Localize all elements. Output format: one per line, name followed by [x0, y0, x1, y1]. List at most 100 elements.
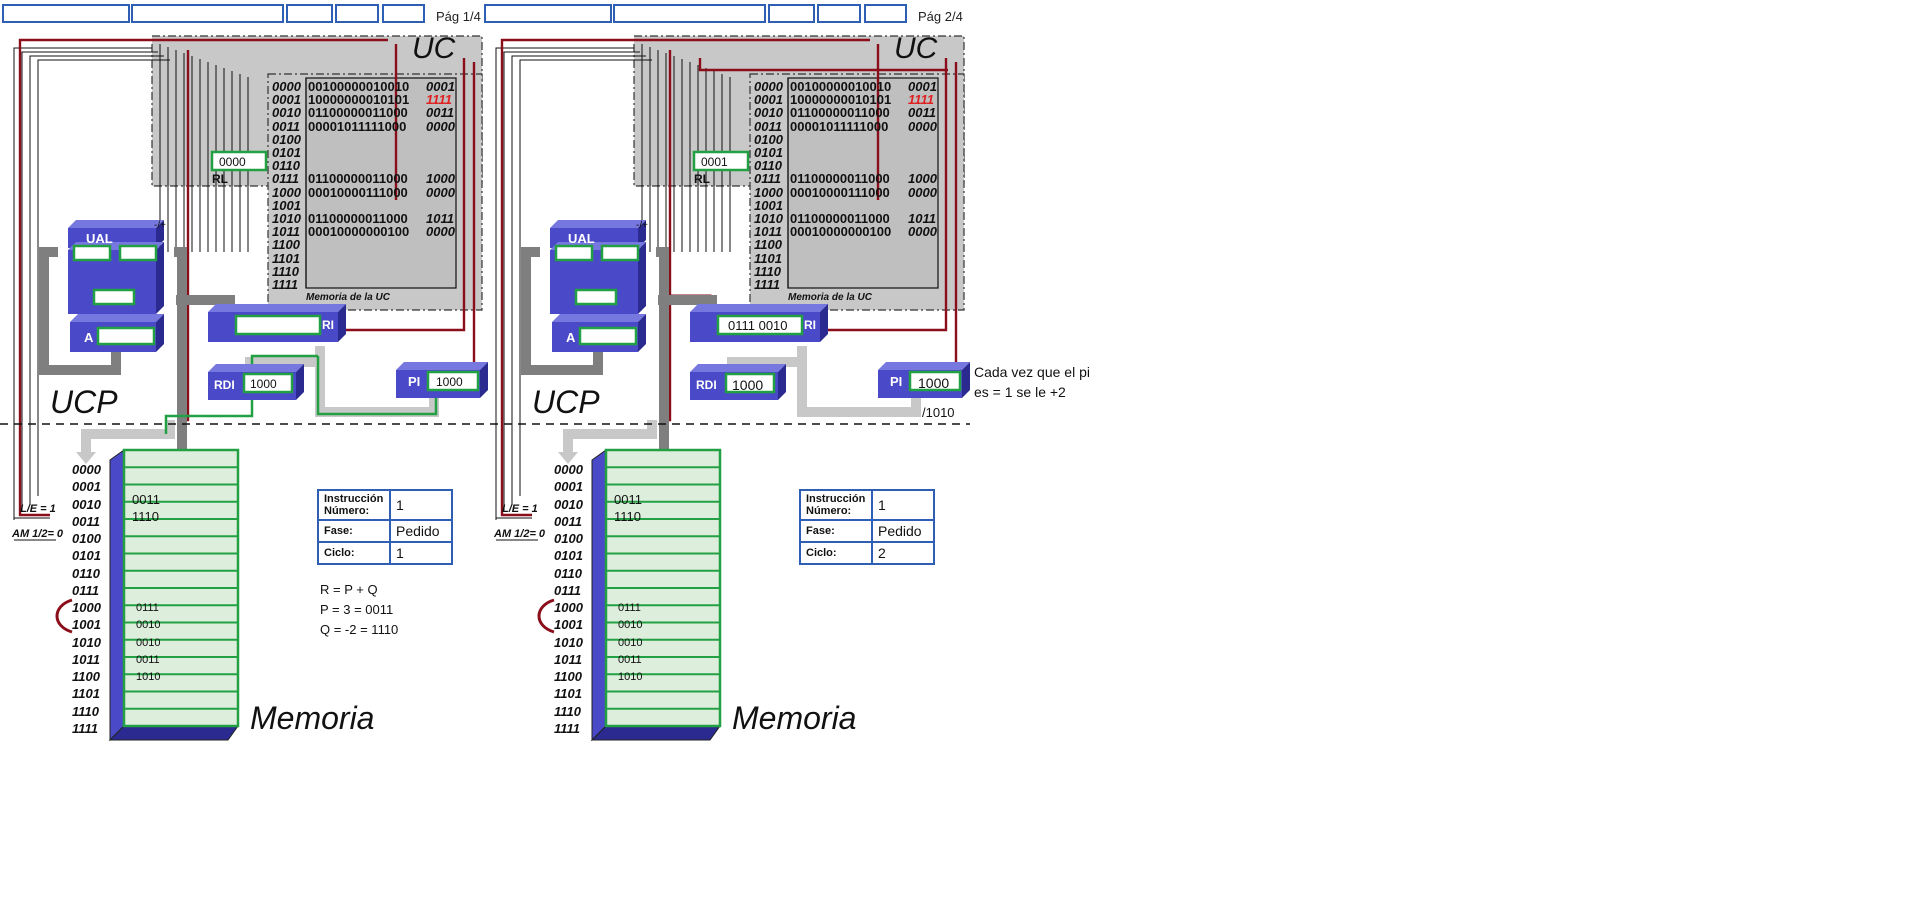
- uc-code: 00010000111000: [308, 186, 408, 200]
- uc-address: 0111: [754, 172, 781, 186]
- uc-code-tail: 0000: [426, 225, 455, 239]
- uc-code: 00010000111000: [790, 186, 890, 200]
- uc-address: 0111: [272, 172, 299, 186]
- uc-title: UC: [412, 32, 455, 66]
- page-1: UC UCP Memoria Memoria de la UC UAL -/+ RL 0000…: [0, 0, 480, 760]
- uc-address: 1100: [754, 238, 782, 252]
- rdi-value: 1000: [732, 377, 763, 393]
- rdi-value: 1000: [250, 377, 277, 391]
- le-label: L/E = 1: [20, 503, 56, 515]
- memory-address: 1010: [72, 636, 101, 650]
- uc-address: 1100: [272, 238, 300, 252]
- uc-code: 01100000011000: [790, 106, 890, 120]
- instruction-info-table: Instrucción Número:1Fase:PedidoCiclo:2: [799, 489, 935, 565]
- memory-address: 0111: [72, 584, 99, 598]
- memory-address: 0000: [554, 463, 583, 477]
- memory-cell: 1010: [618, 671, 642, 683]
- memory-address: 1001: [554, 618, 583, 632]
- info-value: Pedido: [872, 520, 934, 542]
- rl-value: 0001: [701, 155, 728, 169]
- ual-label: UAL: [568, 231, 595, 246]
- memory-cell: 0011: [136, 654, 160, 666]
- ucp-label: UCP: [50, 384, 118, 421]
- uc-code-tail: 1000: [426, 172, 455, 186]
- rdi-label: RDI: [214, 378, 235, 392]
- info-value: Pedido: [390, 520, 452, 542]
- memory-address: 0100: [554, 532, 583, 546]
- memory-cell: 0111: [618, 602, 641, 614]
- uc-memory-label: Memoria de la UC: [788, 291, 872, 305]
- rdi-label: RDI: [696, 378, 717, 392]
- memory-cell: 1110: [132, 509, 159, 524]
- memory-address: 0001: [554, 480, 583, 494]
- info-label: Instrucción Número:: [800, 490, 872, 520]
- memory-cell: 0010: [618, 619, 642, 631]
- memory-address: 1101: [554, 687, 582, 701]
- memory-address: 0001: [72, 480, 101, 494]
- pi-next-value: /1010: [922, 405, 955, 420]
- ri-label: RI: [322, 318, 334, 332]
- info-value: 1: [390, 490, 452, 520]
- memory-label: Memoria: [250, 700, 374, 737]
- memory-address: 1100: [72, 670, 100, 684]
- memory-address: 0010: [554, 498, 583, 512]
- uc-code-tail: 0000: [908, 186, 937, 200]
- op-label: -/+: [154, 220, 166, 231]
- ual-label: UAL: [86, 231, 113, 246]
- memory-address: 1011: [72, 653, 100, 667]
- uc-code: 00010000000100: [790, 225, 891, 239]
- uc-address: 0010: [272, 106, 301, 120]
- info-label: Ciclo:: [800, 542, 872, 564]
- uc-code-tail: 0000: [426, 186, 455, 200]
- memory-cell: 0011: [618, 654, 642, 666]
- memory-label: Memoria: [732, 700, 856, 737]
- instruction-info-table: Instrucción Número:1Fase:PedidoCiclo:1: [317, 489, 453, 565]
- info-label: Ciclo:: [318, 542, 390, 564]
- memory-cell: 0011: [614, 492, 642, 507]
- info-row: Ciclo:1: [318, 542, 452, 564]
- memory-cell: 1110: [614, 509, 641, 524]
- uc-memory-label: Memoria de la UC: [306, 291, 390, 305]
- rl-label: RL: [694, 172, 710, 186]
- uc-code: 01100000011000: [790, 172, 890, 186]
- uc-code-tail: 1000: [908, 172, 937, 186]
- info-label: Instrucción Número:: [318, 490, 390, 520]
- uc-code-tail: 0000: [908, 225, 937, 239]
- memory-address: 1111: [554, 722, 580, 736]
- memory-address: 1101: [72, 687, 100, 701]
- pi-value: 1000: [918, 375, 949, 391]
- memory-address: 1100: [554, 670, 582, 684]
- memory-address: 0000: [72, 463, 101, 477]
- pi-label: PI: [408, 374, 420, 389]
- rl-value: 0000: [219, 155, 246, 169]
- uc-code: 01100000011000: [308, 172, 408, 186]
- le-label: L/E = 1: [502, 503, 538, 515]
- side-note: Cada vez que el pi es = 1 se le +2: [974, 362, 1094, 402]
- info-row: Fase:Pedido: [318, 520, 452, 542]
- a-label: A: [566, 330, 575, 345]
- info-value: 2: [872, 542, 934, 564]
- memory-address: 0101: [554, 549, 583, 563]
- memory-address: 0011: [72, 515, 100, 529]
- ri-value: 0111 0010: [728, 318, 788, 333]
- uc-code-tail: 0000: [908, 120, 937, 134]
- uc-code: 00010000000100: [308, 225, 409, 239]
- note-line: P = 3 = 0011: [320, 602, 393, 617]
- ri-label: RI: [804, 318, 816, 332]
- memory-address: 0101: [72, 549, 101, 563]
- note-line: Q = -2 = 1110: [320, 622, 398, 637]
- memory-address: 0100: [72, 532, 101, 546]
- memory-address: 1110: [72, 705, 99, 719]
- uc-address: 1111: [272, 278, 298, 292]
- memory-address: 1001: [72, 618, 101, 632]
- a-label: A: [84, 330, 93, 345]
- memory-address: 1111: [72, 722, 98, 736]
- memory-address: 0111: [554, 584, 581, 598]
- memory-address: 0110: [554, 567, 582, 581]
- rl-label: RL: [212, 172, 228, 186]
- memory-address: 1000: [72, 601, 101, 615]
- info-value: 1: [390, 542, 452, 564]
- ucp-label: UCP: [532, 384, 600, 421]
- memory-address: 0011: [554, 515, 582, 529]
- pi-label: PI: [890, 374, 902, 389]
